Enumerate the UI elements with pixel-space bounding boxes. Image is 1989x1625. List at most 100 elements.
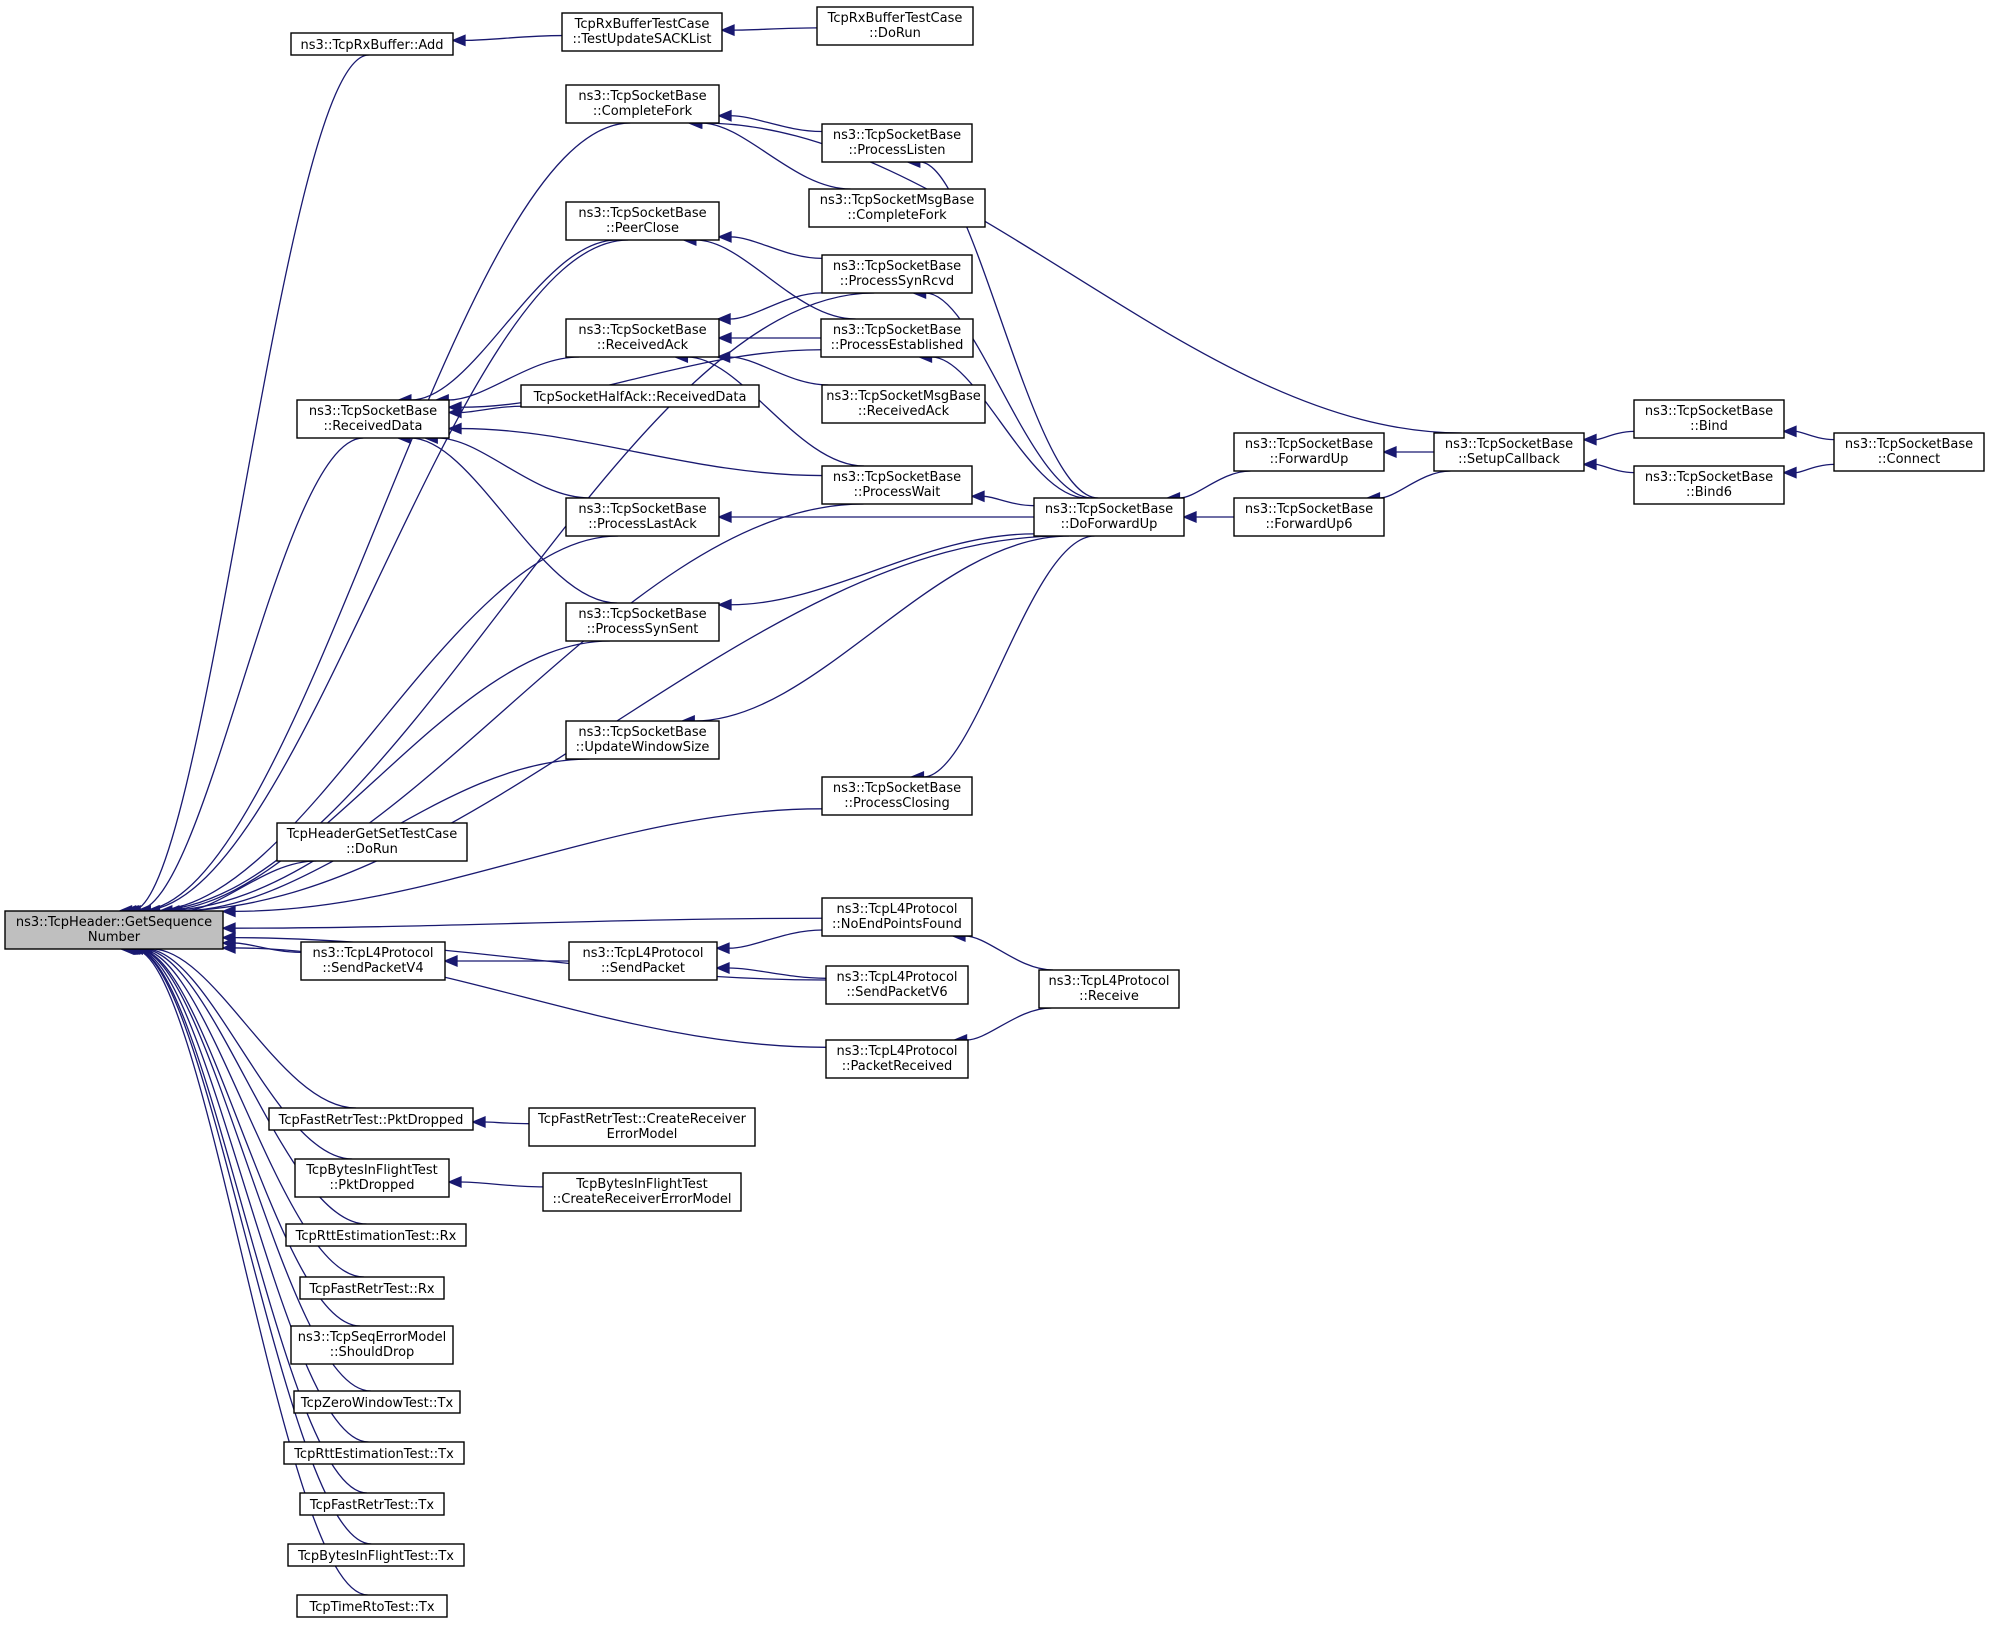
node-label: ::ProcessEstablished (831, 338, 964, 353)
node-label: ::ReceivedAck (597, 338, 689, 353)
node-processSynSent[interactable]: ns3::TcpSocketBase::ProcessSynSent (565, 602, 720, 642)
node-sendPacketV4[interactable]: ns3::TcpL4Protocol::SendPacketV4 (300, 941, 446, 981)
node-label: ns3::TcpSocketBase (578, 725, 706, 740)
node-processEstablished[interactable]: ns3::TcpSocketBase::ProcessEstablished (820, 318, 974, 358)
node-sendPacketV6[interactable]: ns3::TcpL4Protocol::SendPacketV6 (825, 965, 969, 1005)
arrowhead-icon (447, 1176, 462, 1188)
node-packetReceived[interactable]: ns3::TcpL4Protocol::PacketReceived (825, 1039, 969, 1079)
node-bifCreate[interactable]: TcpBytesInFlightTest::CreateReceiverErro… (542, 1172, 742, 1212)
node-forwardUp6[interactable]: ns3::TcpSocketBase::ForwardUp6 (1233, 497, 1385, 537)
edge-line (150, 535, 619, 912)
node-bind[interactable]: ns3::TcpSocketBase::Bind (1633, 399, 1785, 439)
node-label: TcpBytesInFlightTest::Tx (297, 1549, 454, 1564)
node-label: TcpZeroWindowTest::Tx (300, 1396, 454, 1411)
node-processClosing[interactable]: ns3::TcpSocketBase::ProcessClosing (821, 776, 973, 816)
node-box (821, 897, 973, 937)
node-setupCallback[interactable]: ns3::TcpSocketBase::SetupCallback (1433, 432, 1585, 472)
edge-line (137, 948, 361, 1327)
node-processLastAck[interactable]: ns3::TcpSocketBase::ProcessLastAck (565, 497, 720, 537)
node-label: ns3::TcpRxBuffer::Add (300, 38, 443, 53)
node-processSynRcvd[interactable]: ns3::TcpSocketBase::ProcessSynRcvd (821, 254, 973, 294)
node-receivedAck[interactable]: ns3::TcpSocketBase::ReceivedAck (565, 318, 720, 358)
node-fastRetrTx[interactable]: TcpFastRetrTest::Tx (299, 1492, 445, 1516)
arrowhead-icon (1582, 433, 1597, 446)
arrowhead-icon (717, 230, 732, 243)
node-rxUpd[interactable]: TcpRxBufferTestCase::TestUpdateSACKList (561, 12, 723, 52)
arrowhead-icon (715, 962, 730, 974)
node-l4Receive[interactable]: ns3::TcpL4Protocol::Receive (1038, 969, 1180, 1009)
node-bifTx[interactable]: TcpBytesInFlightTest::Tx (287, 1543, 465, 1567)
node-box (808, 188, 986, 228)
node-label: ns3::TcpSocketBase (1845, 437, 1973, 452)
node-label: TcpRxBufferTestCase (827, 11, 963, 26)
node-receivedData[interactable]: ns3::TcpSocketBase::ReceivedData (296, 399, 450, 439)
node-processWait[interactable]: ns3::TcpSocketBase::ProcessWait (821, 465, 973, 505)
edge-line (730, 236, 823, 260)
node-doForwardUp[interactable]: ns3::TcpSocketBase::DoForwardUp (1033, 497, 1185, 537)
node-seqErr[interactable]: ns3::TcpSeqErrorModel::ShouldDrop (290, 1325, 454, 1365)
node-updateWindowSize[interactable]: ns3::TcpSocketBase::UpdateWindowSize (565, 720, 720, 760)
node-box (565, 602, 720, 642)
node-box (565, 720, 720, 760)
node-label: ::ProcessClosing (844, 796, 950, 811)
node-rxDoRun[interactable]: TcpRxBufferTestCase::DoRun (816, 6, 974, 46)
edge-line (234, 942, 302, 954)
node-sendPacket[interactable]: ns3::TcpL4Protocol::SendPacket (568, 941, 718, 981)
edge-line (159, 503, 864, 912)
node-box (1233, 497, 1385, 537)
edge-line (145, 948, 353, 1160)
edge-line (730, 292, 823, 320)
node-box (816, 6, 974, 46)
node-rttRx[interactable]: TcpRttEstimationTest::Rx (285, 1223, 467, 1247)
node-box (1633, 399, 1785, 439)
node-box (1038, 969, 1180, 1009)
node-box (565, 84, 720, 124)
node-label: ns3::TcpSocketBase (833, 470, 961, 485)
node-fastRetrRx[interactable]: TcpFastRetrTest::Rx (299, 1276, 445, 1300)
edge-completeFork-to-root (124, 122, 631, 917)
node-completeFork[interactable]: ns3::TcpSocketBase::CompleteFork (565, 84, 720, 124)
edge-line (448, 356, 580, 401)
edge-line (151, 948, 357, 1109)
node-rttTx[interactable]: TcpRttEstimationTest::Tx (283, 1441, 465, 1465)
node-bifPkt[interactable]: TcpBytesInFlightTest::PktDropped (294, 1158, 450, 1198)
arrowhead-icon (443, 955, 458, 967)
node-connect[interactable]: ns3::TcpSocketBase::Connect (1833, 432, 1985, 472)
node-processListen[interactable]: ns3::TcpSocketBase::ProcessListen (821, 123, 973, 163)
edge-connect-to-bind (1782, 425, 1835, 441)
edge-processLastAck-to-receivedData (423, 432, 591, 499)
node-box (276, 822, 468, 862)
node-label: ::ProcessSynSent (587, 622, 699, 637)
node-forwardUp[interactable]: ns3::TcpSocketBase::ForwardUp (1233, 432, 1385, 472)
node-msgCompleteFork[interactable]: ns3::TcpSocketMsgBase::CompleteFork (808, 188, 986, 228)
edge-line (464, 34, 563, 42)
node-box (820, 318, 974, 358)
node-headerTest[interactable]: TcpHeaderGetSetTestCase::DoRun (276, 822, 468, 862)
node-label: ::PeerClose (606, 221, 679, 236)
node-box (520, 384, 760, 408)
edge-line (1595, 430, 1635, 441)
node-label: Number (88, 930, 141, 945)
node-noEndPoints[interactable]: ns3::TcpL4Protocol::NoEndPointsFound (821, 897, 973, 937)
node-halfAck[interactable]: TcpSocketHalfAck::ReceivedData (520, 384, 760, 408)
node-bind6[interactable]: ns3::TcpSocketBase::Bind6 (1633, 465, 1785, 505)
edge-doForwardUp-to-processLastAck (717, 511, 1034, 523)
node-rxAdd[interactable]: ns3::TcpRxBuffer::Add (290, 32, 454, 56)
node-zeroWinTx[interactable]: TcpZeroWindowTest::Tx (293, 1390, 461, 1414)
node-fastRetrPkt[interactable]: TcpFastRetrTest::PktDropped (268, 1107, 474, 1131)
node-label: ::ProcessWait (854, 485, 941, 500)
node-peerClose[interactable]: ns3::TcpSocketBase::PeerClose (565, 201, 720, 241)
node-label: ::ForwardUp6 (1265, 517, 1352, 532)
edge-line (694, 535, 1070, 722)
node-fastRetrCreate[interactable]: TcpFastRetrTest::CreateReceiverErrorMode… (528, 1107, 756, 1147)
node-timeRtoTx[interactable]: TcpTimeRtoTest::Tx (296, 1594, 448, 1618)
edge-processClosing-to-root (221, 808, 823, 918)
node-box (1033, 497, 1185, 537)
node-msgReceivedAck[interactable]: ns3::TcpSocketMsgBase::ReceivedAck (821, 384, 986, 424)
node-box (568, 941, 718, 981)
edge-line (142, 948, 367, 1225)
node-label: TcpFastRetrTest::Tx (309, 1498, 434, 1513)
edge-line (460, 349, 822, 408)
arrowhead-icon (1782, 466, 1797, 479)
